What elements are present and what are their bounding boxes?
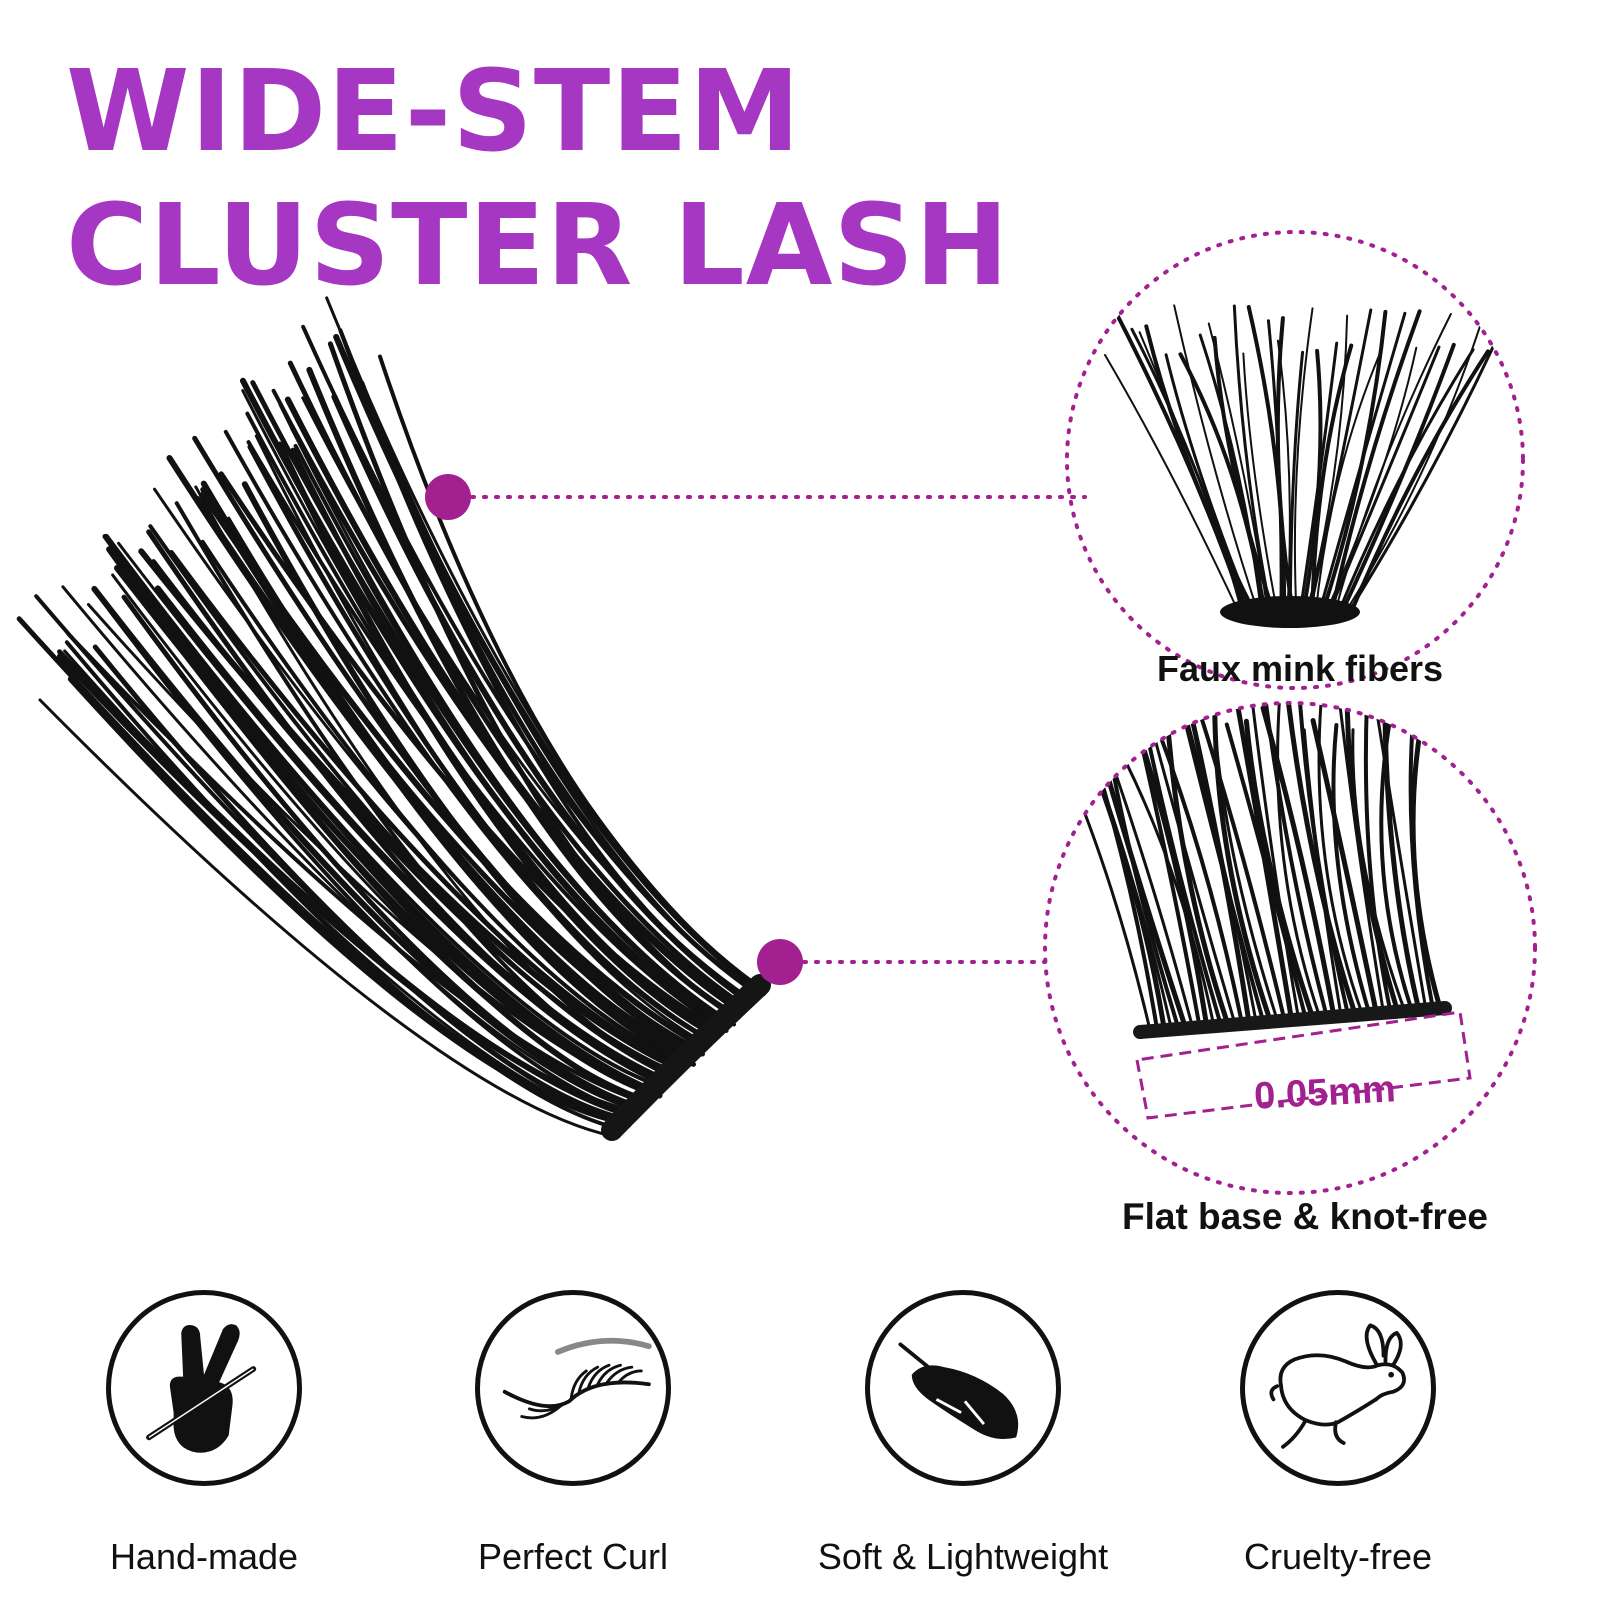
lash-fiber	[66, 632, 642, 1103]
lash-fiber	[1249, 703, 1301, 1021]
lash-fiber	[287, 360, 742, 1006]
lash-fiber	[1410, 717, 1443, 1011]
fiber-callout-dot	[425, 474, 471, 520]
lash-fiber	[1319, 309, 1388, 617]
lash-fiber	[1310, 718, 1379, 1016]
lash-fiber	[1348, 349, 1490, 617]
lash-fiber	[377, 354, 758, 987]
lash-fiber	[200, 539, 683, 1066]
lash-fiber	[194, 500, 694, 1047]
lash-fiber	[1345, 314, 1509, 617]
lash-fiber	[1333, 312, 1452, 616]
lash-fiber	[1178, 352, 1268, 617]
lash-fiber	[38, 698, 614, 1138]
lash-fiber	[1338, 342, 1456, 617]
feather-icon	[898, 1342, 1019, 1440]
feature-badge	[475, 1290, 671, 1486]
headline-line-1: WIDE-STEM	[66, 47, 802, 177]
lash-fiber	[1297, 703, 1351, 1017]
lash-fiber	[148, 524, 671, 1078]
headline-line-2: CLUSTER LASH	[66, 181, 1010, 311]
lash-fiber	[1326, 345, 1441, 617]
feature-soft-lightweight: Soft & Lightweight	[813, 1290, 1113, 1578]
lash-fiber	[218, 471, 718, 1030]
lash-fiber	[1300, 348, 1323, 617]
lash-fiber	[1102, 721, 1181, 1030]
feature-badge	[865, 1290, 1061, 1486]
lash-fiber	[276, 441, 710, 1034]
feature-label: Perfect Curl	[477, 1536, 669, 1577]
lash-fiber	[1317, 703, 1364, 1016]
lash-fiber	[1276, 703, 1322, 1019]
lash-fiber	[117, 541, 666, 1087]
lash-fiber	[57, 649, 629, 1117]
lash-fiber	[154, 585, 673, 1085]
lash-fiber	[1242, 352, 1279, 616]
lash-fiber	[1275, 316, 1296, 617]
lash-fiber	[1153, 721, 1244, 1026]
lash-fiber	[168, 550, 686, 1072]
feature-badge	[1240, 1290, 1436, 1486]
lash-fiber	[121, 594, 638, 1108]
lash-fiber	[1144, 324, 1258, 617]
lash-fiber	[284, 396, 742, 1011]
lash-fiber	[331, 393, 755, 1007]
lash-fiber	[1104, 354, 1241, 616]
lash-fiber	[1329, 309, 1422, 617]
feature-label: Soft & Lightweight	[817, 1536, 1109, 1577]
base-zoom-circle	[1043, 701, 1537, 1195]
lash-fiber	[1331, 723, 1372, 1016]
lash-fiber	[246, 440, 729, 1033]
lash-fiber	[1243, 718, 1316, 1021]
lash-fiber	[1282, 703, 1358, 1017]
lash-fiber	[1213, 728, 1279, 1022]
base-callout-dot	[757, 939, 803, 985]
lash-fiber	[1363, 703, 1393, 1014]
lash-fiber	[114, 564, 663, 1099]
feature-label: Hand-made	[109, 1536, 299, 1577]
lash-fiber	[1310, 343, 1354, 617]
eyelash-icon	[502, 1337, 652, 1420]
lash-cluster-image	[16, 296, 767, 1138]
lash-fiber	[1048, 728, 1152, 1032]
lash-fiber	[200, 491, 703, 1048]
fiber-caption: Faux mink fibers	[1156, 648, 1444, 689]
lash-fiber	[104, 533, 653, 1085]
lash-fiber	[250, 380, 727, 1022]
feature-badge	[106, 1290, 302, 1486]
lash-fiber	[1371, 703, 1428, 1011]
lash-fiber	[1314, 348, 1383, 616]
rabbit-icon	[1269, 1323, 1406, 1449]
lash-fiber	[1173, 304, 1260, 616]
lash-fiber	[138, 548, 682, 1072]
lash-fiber	[1260, 705, 1337, 1019]
hand-pencil-icon	[146, 1324, 257, 1453]
feature-handmade: Hand-made	[54, 1290, 354, 1578]
base-closeup-image	[1048, 703, 1443, 1032]
feature-label: Cruelty-free	[1243, 1536, 1433, 1577]
lash-band	[601, 974, 771, 1141]
lash-fiber	[67, 676, 615, 1123]
lash-fiber	[1293, 307, 1314, 616]
lash-fiber	[1344, 706, 1401, 1014]
lash-fiber	[194, 485, 671, 1075]
lash-fiber	[1246, 305, 1287, 617]
lash-fiber	[1194, 703, 1287, 1022]
lash-fiber	[1224, 722, 1308, 1021]
lash-fiber	[239, 377, 719, 1021]
feature-perfect-curl: Perfect Curl	[423, 1290, 723, 1578]
lash-fiber	[1288, 350, 1305, 617]
lash-fiber	[1307, 308, 1373, 617]
lash-fiber	[1212, 335, 1277, 617]
feature-cruelty-free: Cruelty-free	[1188, 1290, 1488, 1578]
measurement-box	[1135, 1010, 1472, 1120]
fiber-closeup-image	[1104, 303, 1509, 617]
fiber-zoom-circle	[1065, 230, 1525, 690]
base-caption: Flat base & knot-free	[1122, 1196, 1488, 1237]
lash-fiber	[1351, 728, 1407, 1013]
